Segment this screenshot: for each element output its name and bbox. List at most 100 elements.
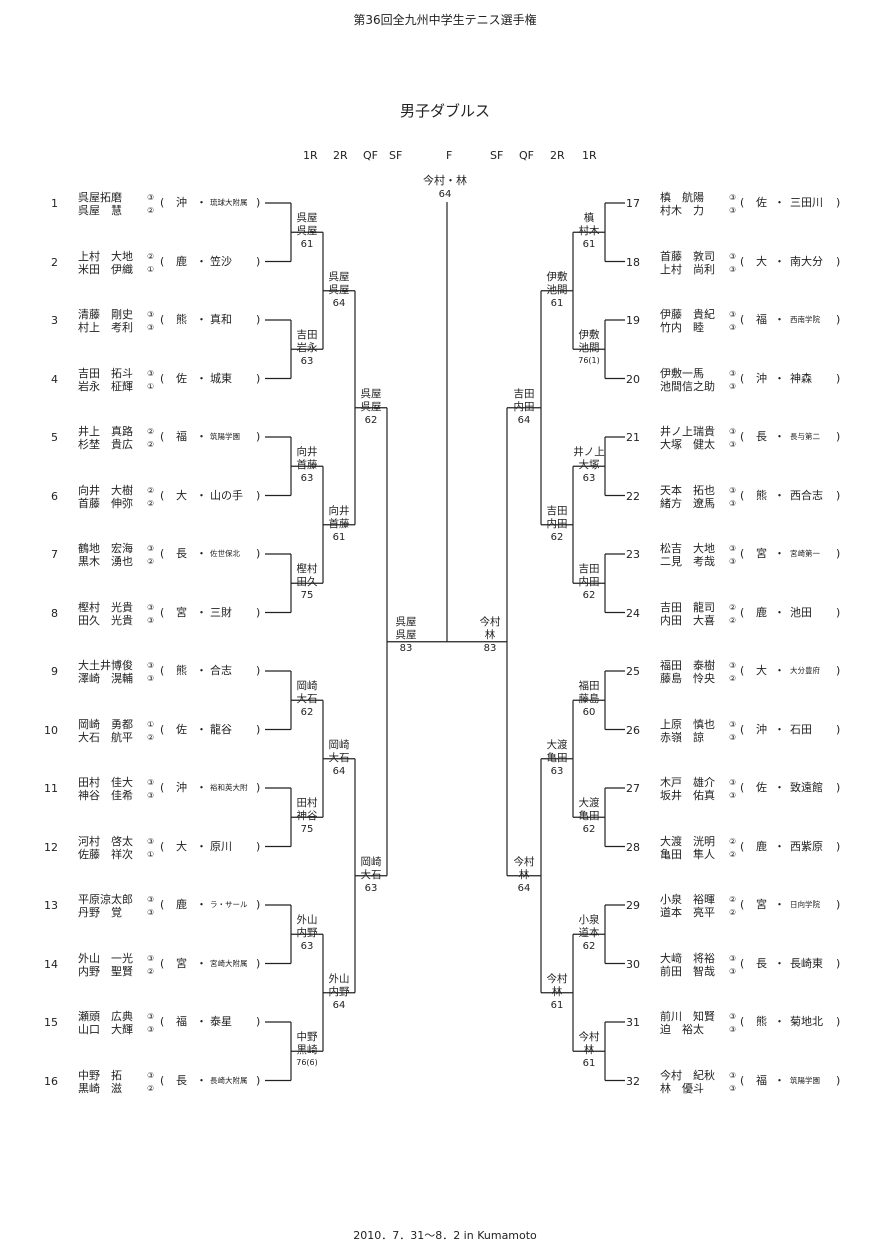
prefecture: 福	[176, 1015, 187, 1028]
close-paren: )	[256, 722, 261, 736]
separator-dot: ・	[774, 1073, 785, 1087]
grade-mark: ③	[729, 440, 737, 449]
player-name: 神谷 佳希	[78, 789, 133, 802]
school-name: 宮崎大附属	[210, 958, 248, 968]
school-name: 三財	[210, 605, 232, 619]
round-header-left-2r: 2R	[333, 149, 348, 162]
prefecture: 佐	[176, 371, 187, 385]
player-name: 平原涼太郎	[78, 893, 133, 906]
prefecture: 長	[756, 956, 767, 970]
winner-name: 亀田	[546, 751, 568, 764]
winner-name: 今村	[546, 972, 568, 985]
round-header-left-qf: QF	[363, 149, 378, 162]
entry-number: 14	[44, 957, 58, 971]
entry-number: 1	[51, 197, 58, 210]
match-score: 61	[332, 531, 346, 543]
separator-dot: ・	[196, 781, 207, 794]
player-name: 井上 真路	[78, 425, 133, 438]
player-name: 赤嶺 諒	[660, 730, 704, 744]
close-paren: )	[256, 313, 261, 326]
close-paren: )	[836, 196, 841, 209]
separator-dot: ・	[196, 1015, 207, 1028]
grade-mark: ③	[729, 732, 737, 742]
close-paren: )	[836, 547, 841, 560]
entry-number: 23	[626, 548, 640, 561]
winner-name: 田村	[296, 797, 318, 810]
separator-dot: ・	[196, 722, 207, 736]
match-score: 61	[550, 297, 564, 309]
grade-mark: ③	[147, 193, 155, 202]
winner-name: 呉屋	[360, 387, 382, 400]
separator-dot: ・	[196, 839, 207, 853]
tournament-title: 第36回全九州中学生テニス選手権	[353, 13, 537, 27]
grade-mark: ②	[147, 251, 155, 261]
grade-mark: ②	[729, 602, 737, 612]
winner-name: 外山	[296, 914, 318, 927]
open-paren: (	[740, 196, 745, 209]
close-paren: )	[836, 898, 841, 911]
winner-name: 伊敷	[578, 329, 600, 342]
separator-dot: ・	[196, 313, 207, 326]
player-name: 吉田 龍司	[660, 600, 715, 614]
player-name: 村木 力	[660, 204, 704, 217]
grade-mark: ③	[147, 602, 155, 612]
player-name: 上村 尚利	[660, 262, 715, 276]
player-name: 鶴地 宏海	[78, 542, 133, 555]
winner-name: 内野	[296, 927, 318, 940]
separator-dot: ・	[196, 488, 207, 502]
winner-name: 呉屋	[328, 283, 350, 296]
grade-mark: ③	[729, 1070, 737, 1080]
separator-dot: ・	[774, 664, 785, 677]
entry-number: 19	[626, 314, 640, 327]
winner-name: 呉屋	[360, 400, 382, 413]
entry-number: 25	[626, 665, 640, 678]
match-score: 63	[550, 765, 564, 777]
match-score: 83	[483, 642, 497, 654]
entry-number: 32	[626, 1074, 640, 1088]
player-name: 今村 紀秋	[660, 1068, 715, 1082]
round-header-left-1r: 1R	[303, 149, 318, 162]
winner-name: 林	[551, 985, 563, 998]
grade-mark: ③	[147, 661, 155, 670]
grade-mark: ②	[729, 895, 737, 904]
prefecture: 佐	[756, 196, 767, 209]
footer-text: 2010．7．31～8．2 in Kumamoto	[353, 1229, 537, 1242]
winner-name: 藤島	[578, 693, 600, 706]
winner-name: 内田	[546, 517, 568, 530]
match-score: 62	[364, 414, 378, 426]
grade-mark: ③	[147, 368, 155, 378]
grade-mark: ③	[147, 1012, 155, 1021]
winner-name: 今村	[479, 615, 501, 628]
player-name: 松吉 大地	[660, 542, 715, 555]
entry-number: 28	[626, 840, 640, 854]
school-name: 神森	[790, 371, 812, 385]
close-paren: )	[836, 488, 841, 502]
separator-dot: ・	[196, 898, 207, 911]
entry-number: 29	[626, 899, 640, 912]
prefecture: 熊	[756, 488, 767, 502]
winner-name: 亀田	[578, 810, 600, 823]
prefecture: 大	[176, 839, 187, 853]
player-name: 清藤 剛史	[78, 308, 133, 321]
winner-name: 池間	[578, 342, 600, 355]
match-score: 63	[300, 356, 314, 368]
player-name: 澤崎 滉輔	[78, 672, 133, 685]
grade-mark: ②	[729, 674, 737, 683]
player-name: 中野 拓	[78, 1068, 122, 1082]
winner-name: 今村	[513, 855, 535, 868]
open-paren: (	[160, 196, 165, 209]
round-header-right-sf: SF	[490, 149, 504, 162]
grade-mark: ③	[729, 251, 737, 261]
grade-mark: ②	[147, 966, 155, 976]
open-paren: (	[160, 1015, 165, 1028]
close-paren: )	[836, 371, 841, 385]
grade-mark: ①	[147, 264, 155, 274]
winner-name: 林	[518, 868, 530, 881]
grade-mark: ②	[147, 485, 155, 495]
match-score: 61	[550, 999, 564, 1011]
player-name: 前田 智哉	[660, 964, 715, 978]
prefecture: 沖	[756, 722, 767, 736]
school-name: 菊地北	[790, 1015, 823, 1028]
separator-dot: ・	[774, 722, 785, 736]
close-paren: )	[836, 722, 841, 736]
